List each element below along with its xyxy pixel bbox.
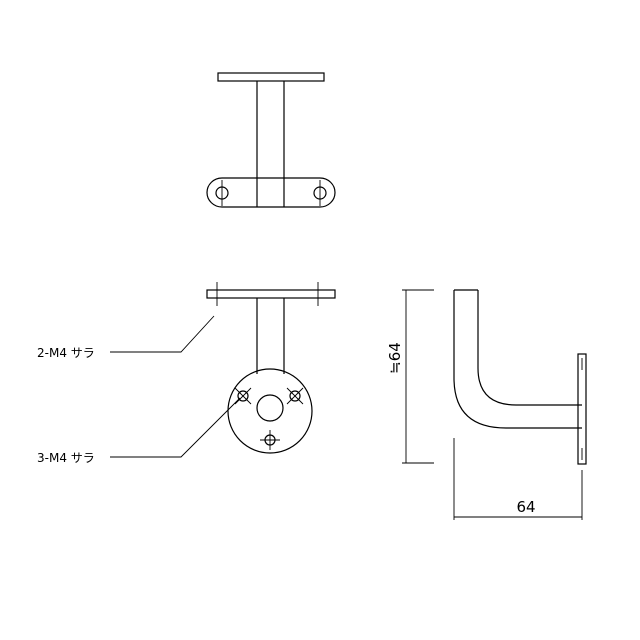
dim-height-label: ≒64 (386, 342, 404, 374)
label-2-m4: 2-M4 サラ (37, 346, 95, 360)
top-view-rail-plate (217, 72, 325, 82)
front-view-rail-plate (206, 289, 336, 299)
label-3-m4: 3-M4 サラ (37, 451, 95, 465)
front-view-center-hole (256, 394, 284, 422)
leader-line-bottom (110, 397, 241, 458)
side-view-arm-outer (453, 290, 582, 429)
side-view-arm-inner (477, 290, 582, 406)
top-view-base-plate (206, 177, 336, 208)
screw-hole-left (234, 387, 252, 405)
side-view-wall-plate (577, 353, 587, 465)
dim-width-label: 64 (516, 498, 535, 516)
screw-hole-right (286, 387, 304, 405)
front-view-base-disc (227, 368, 313, 454)
leader-line-top (110, 315, 215, 353)
front-view: 2-M4 サラ 3-M4 サラ (37, 282, 336, 465)
screw-hole-bottom (260, 430, 280, 450)
side-view: ≒64 64 (386, 289, 587, 520)
top-view (206, 72, 336, 208)
